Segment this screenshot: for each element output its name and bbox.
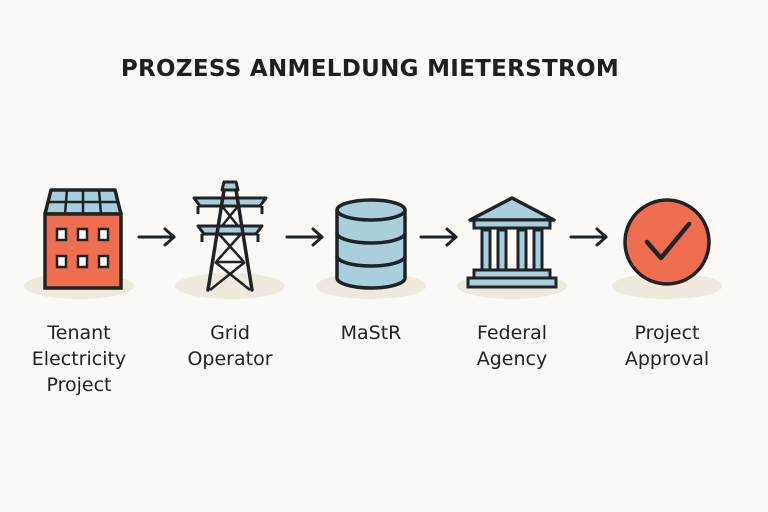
database-icon xyxy=(335,198,407,290)
step-label: MaStR xyxy=(340,322,402,344)
arrow-right-icon xyxy=(285,227,324,247)
arrow-right-icon xyxy=(137,227,176,247)
arrow-right-icon xyxy=(419,227,458,247)
arrow-right-icon xyxy=(569,227,608,247)
government-building-icon xyxy=(466,196,558,289)
step-label: Project Approval xyxy=(624,322,710,370)
step-label: Grid Operator xyxy=(187,322,273,370)
icon-shadow xyxy=(175,273,285,299)
step-tenant-electricity-project: Tenant Electricity Project xyxy=(4,160,154,410)
step-grid-operator: Grid Operator xyxy=(155,160,305,410)
diagram-title: PROZESS ANMELDUNG MIETERSTROM xyxy=(120,56,620,82)
step-project-approval: Project Approval xyxy=(592,160,742,410)
step-label: Federal Agency xyxy=(476,322,548,370)
building-solar-icon xyxy=(43,188,123,290)
power-tower-icon xyxy=(192,180,268,292)
step-federal-agency: Federal Agency xyxy=(437,160,587,410)
checkmark-circle-icon xyxy=(623,198,711,286)
step-label: Tenant Electricity Project xyxy=(31,322,127,396)
step-mastr: MaStR xyxy=(296,160,446,410)
